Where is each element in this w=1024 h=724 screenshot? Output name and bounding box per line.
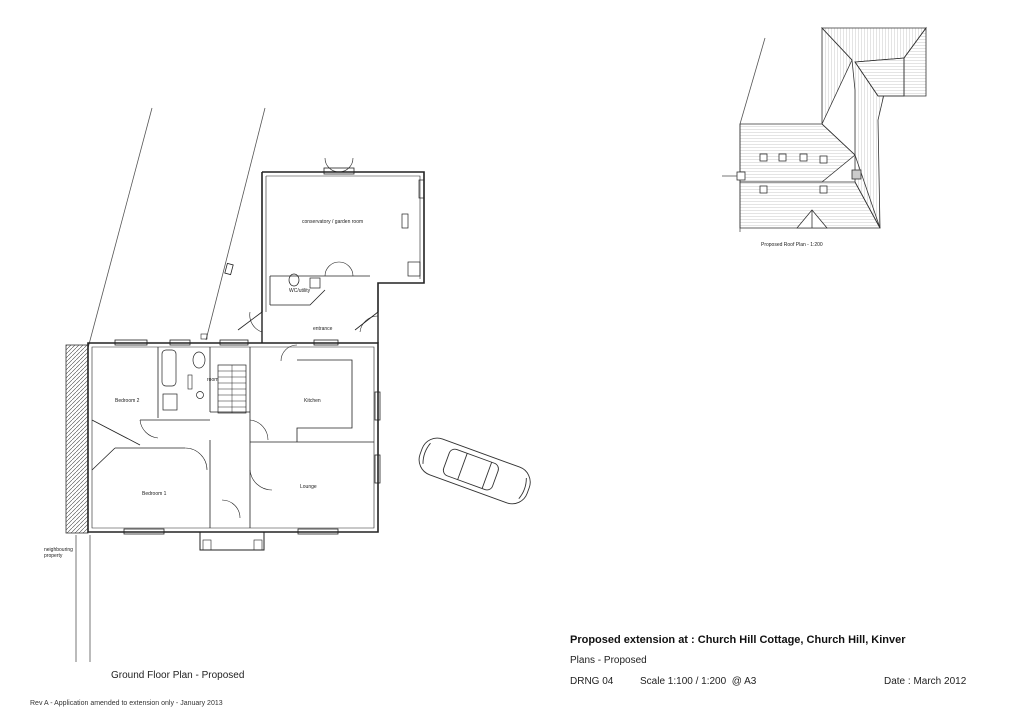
room-label-bathroom: room: [207, 377, 219, 383]
main-house-outline: [87, 342, 379, 533]
project-title: Proposed extension at : Church Hill Cott…: [570, 634, 906, 646]
conservatory-outline: [262, 171, 425, 312]
neighbouring-wall-hatch: [65, 344, 89, 534]
room-label-entrance: entrance: [313, 326, 333, 332]
ground-floor-plan: [65, 107, 425, 662]
boundary-post: [224, 262, 234, 276]
room-label-bedroom-2: Bedroom 2: [115, 398, 140, 404]
boundary-line-left: [87, 107, 153, 349]
ground-floor-caption: Ground Floor Plan - Proposed: [111, 670, 245, 681]
room-label-conservatory: conservatory / garden room: [302, 219, 364, 225]
neighbouring-property-label: neighbouring property: [44, 547, 73, 559]
roof-plan: [722, 26, 927, 232]
room-label-wc-utility: WC/utility: [289, 288, 311, 294]
room-label-bedroom-1: Bedroom 1: [142, 491, 167, 497]
room-label-lounge: Lounge: [300, 484, 317, 490]
drawing-date: Date : March 2012: [884, 676, 967, 687]
car-outline: [418, 437, 531, 505]
revision-note: Rev A - Application amended to extension…: [30, 700, 223, 707]
roof-plan-caption: Proposed Roof Plan - 1:200: [761, 242, 823, 248]
room-label-kitchen: Kitchen: [304, 398, 321, 404]
sheet-title: Plans - Proposed: [570, 655, 647, 666]
drawing-number: DRNG 04: [570, 676, 614, 687]
boundary-line-right: [205, 107, 266, 341]
drawing-scale: Scale 1:100 / 1:200 @ A3: [640, 676, 757, 687]
